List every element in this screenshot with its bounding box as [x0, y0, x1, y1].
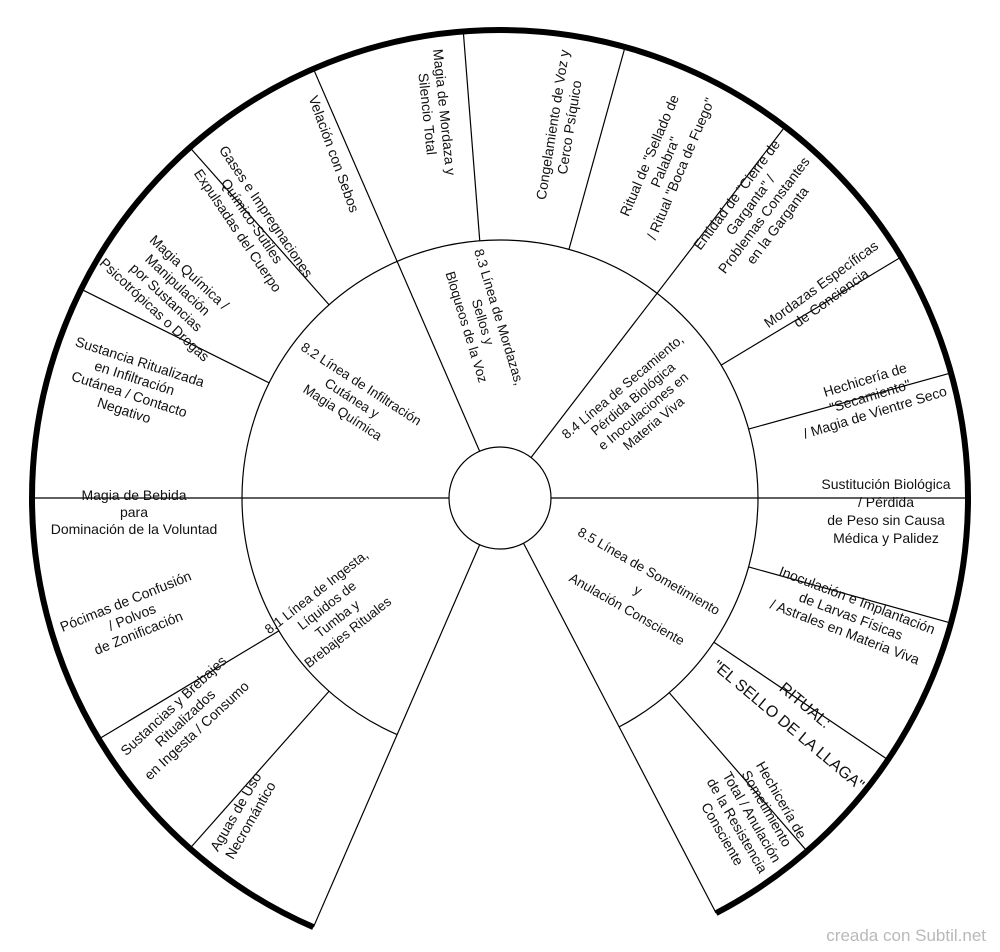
center-hub	[448, 446, 552, 550]
item-label: Pócimas de Confusión/ Polvosde Zonificac…	[58, 567, 207, 666]
outer-ring	[28, 27, 972, 930]
line-label-8-5: 8.5 Línea de SometimientoyAnulación Cons…	[553, 524, 722, 656]
item-separator	[748, 566, 952, 624]
credit-watermark: creada con Subtil.net	[826, 926, 986, 945]
item-separator	[713, 641, 889, 761]
line-separator	[530, 126, 786, 458]
item-separator	[568, 46, 626, 250]
item-label: Inoculación e Implantaciónde Larvas Físi…	[765, 563, 938, 669]
line-label-8-2: 8.2 Línea de InfiltraciónCutánea yMagia …	[280, 339, 424, 457]
item-label: Magia Química /Manipulaciónpor Sustancia…	[97, 217, 248, 364]
item-separator	[720, 256, 902, 366]
item-separator	[462, 31, 481, 241]
item-separator	[98, 630, 280, 740]
line-separator	[312, 544, 481, 928]
item-label: Entidad de "Cierre deGarganta" /Problema…	[688, 133, 827, 286]
item-label: Hechicería de"Secamiento"/ Magia de Vien…	[791, 350, 948, 441]
item-label: Aguas de UsoNecromántico	[207, 769, 280, 862]
item-separator	[668, 692, 808, 852]
item-label: Mordazas Específicasde Conciencia	[761, 237, 891, 344]
item-separator	[189, 147, 330, 306]
item-label: Hechicería deSometimientoTotal / Anulaci…	[689, 750, 815, 885]
item-label: Velación con Sebos	[306, 93, 363, 214]
item-label: Magia de Mordaza ySilencio Total	[413, 48, 459, 178]
item-separator	[80, 288, 270, 384]
item-separator	[748, 372, 952, 430]
item-label: Gases e ImpregnacionesQuímico-SutilesExp…	[188, 142, 316, 299]
item-label: Sustancia Ritualizadaen InfiltraciónCutá…	[58, 333, 207, 438]
item-separator	[189, 690, 330, 849]
line-label-8-4: 8.4 Línea de Secamiento,Pérdida Biológic…	[559, 332, 717, 479]
item-label: Sustancias y BrebajesRitualizadosen Inge…	[117, 652, 252, 783]
middle-ring	[241, 239, 759, 736]
line-separator	[312, 68, 481, 452]
item-label: Congelamiento de Voz yCerco Psíquico	[533, 48, 589, 203]
line-label-8-3: 8.3 Línea de Mordazas,Sellos yBloqueos d…	[439, 247, 527, 397]
item-label: Ritual de "Sellado dePalabra"/ Ritual "B…	[612, 82, 718, 242]
line-label-8-1: 8.1 Línea de Ingesta,Líquidos deTumba yB…	[262, 547, 403, 677]
line-separator	[523, 542, 717, 914]
